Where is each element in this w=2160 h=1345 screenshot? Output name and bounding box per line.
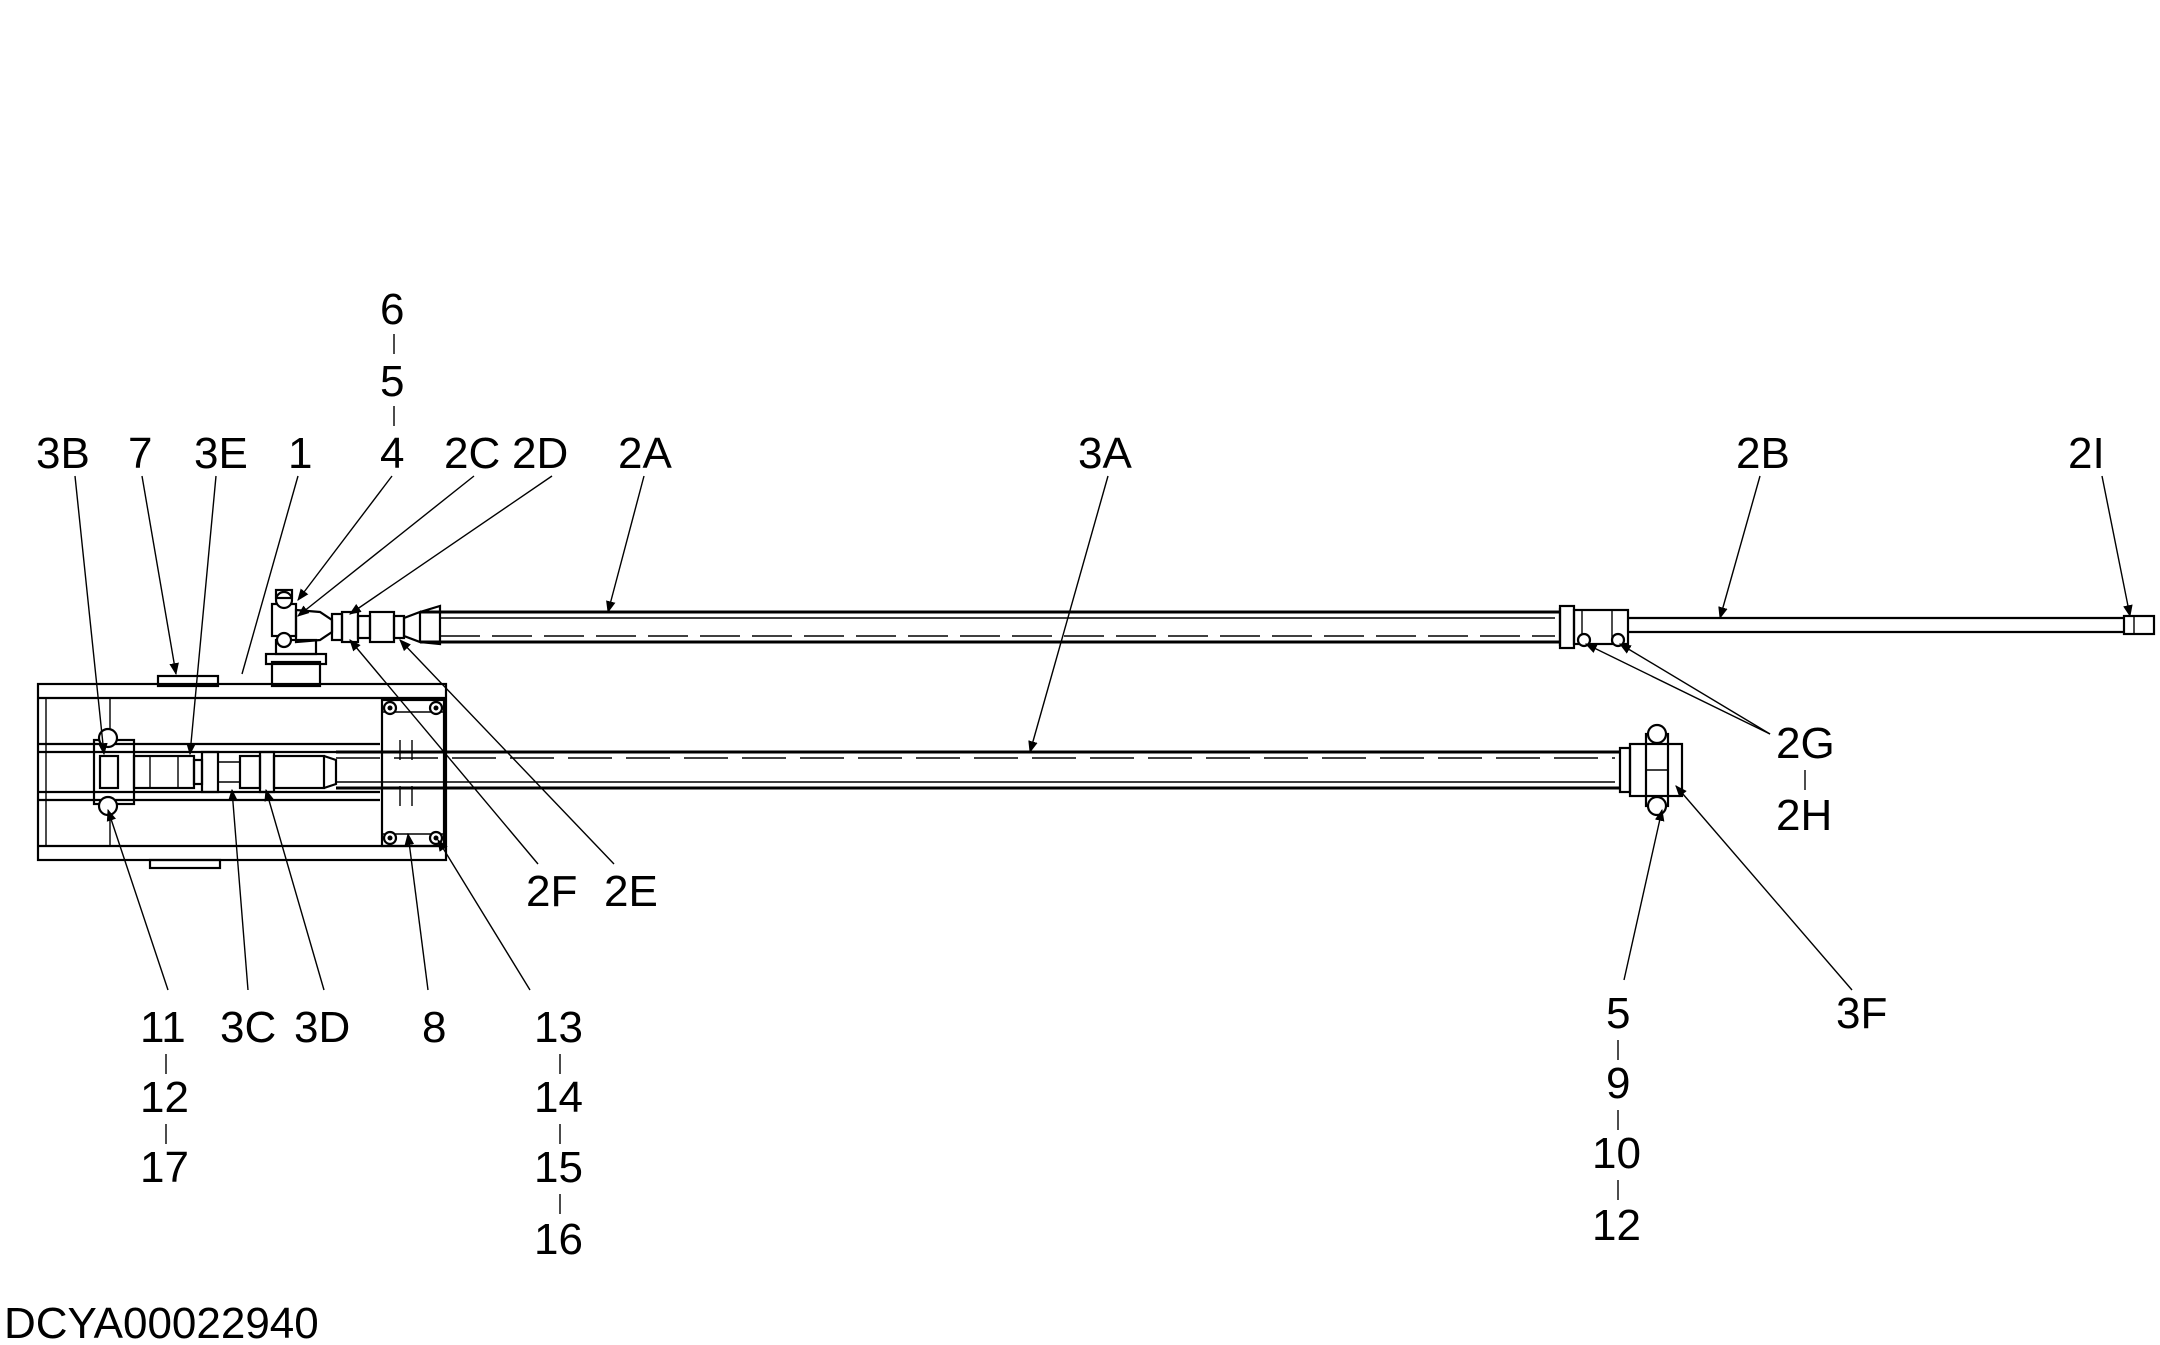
leader-lines	[74, 334, 2133, 1214]
callout-2D: 2D	[512, 429, 568, 478]
callout-6: 6	[380, 285, 404, 334]
callout-5-top: 5	[380, 357, 404, 406]
callout-9: 9	[1606, 1059, 1630, 1108]
callout-11: 11	[140, 1003, 186, 1052]
drawing-id: DCYA00022940	[4, 1299, 319, 1345]
callout-12: 12	[140, 1073, 189, 1122]
callout-7: 7	[128, 429, 152, 478]
callout-3B: 3B	[36, 429, 90, 478]
callout-2A: 2A	[618, 429, 672, 478]
callout-3C: 3C	[220, 1003, 276, 1052]
upper-cylinder	[270, 588, 2156, 650]
callout-15: 15	[534, 1143, 583, 1192]
callout-2F: 2F	[526, 867, 577, 916]
callout-3F: 3F	[1836, 989, 1887, 1038]
callout-16: 16	[534, 1215, 583, 1264]
callout-3E: 3E	[194, 429, 248, 478]
callout-labels: 6 5 3B 7 3E 1 4 2C 2D 2A 3A 2B 2I 2G 2H …	[36, 285, 2105, 1264]
callout-1: 1	[288, 429, 312, 478]
clamp-assembly	[380, 698, 446, 848]
callout-17: 17	[140, 1143, 189, 1192]
callout-4: 4	[380, 429, 404, 478]
callout-13: 13	[534, 1003, 583, 1052]
callout-2C: 2C	[444, 429, 500, 478]
mounting-boss	[264, 638, 328, 688]
callout-2B: 2B	[1736, 429, 1790, 478]
callout-10: 10	[1592, 1129, 1641, 1178]
callout-5-bottom: 5	[1606, 989, 1630, 1038]
callout-8: 8	[422, 1003, 446, 1052]
callout-3A: 3A	[1078, 429, 1132, 478]
callout-2I: 2I	[2068, 429, 2105, 478]
callout-3D: 3D	[294, 1003, 350, 1052]
callout-2E: 2E	[604, 867, 658, 916]
lower-cylinder	[92, 723, 1684, 817]
callout-2H: 2H	[1776, 791, 1832, 840]
callout-14: 14	[534, 1073, 583, 1122]
callout-12-bottom: 12	[1592, 1201, 1641, 1250]
callout-2G: 2G	[1776, 719, 1835, 768]
